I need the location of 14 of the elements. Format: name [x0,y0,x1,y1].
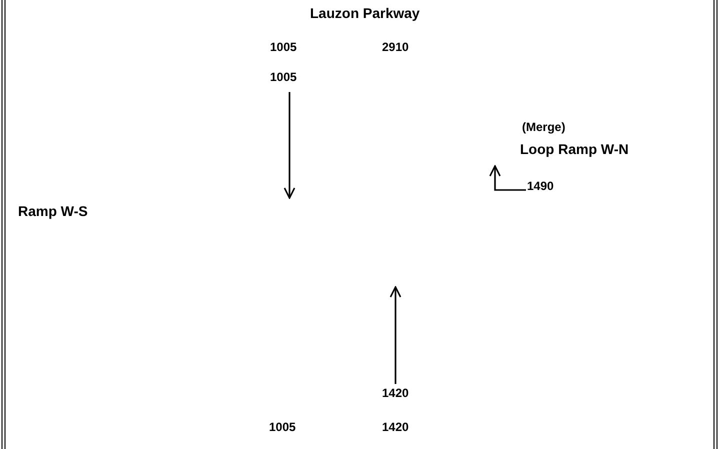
ramp-name: Loop Ramp W-N [520,141,629,157]
volume-number: 1005 [269,420,296,434]
arrow [390,286,402,384]
volume-number: 1420 [382,386,409,400]
volume-number: 2910 [382,40,409,54]
volume-number: 1005 [270,40,297,54]
road-name: Lauzon Parkway [310,5,420,21]
volume-number: 1490 [527,179,554,193]
arrow [284,92,296,199]
arrow [489,165,526,191]
note: (Merge) [522,120,566,134]
volume-number: 1005 [270,70,297,84]
ramp-name: Ramp W-S [18,203,88,219]
volume-number: 1420 [382,420,409,434]
